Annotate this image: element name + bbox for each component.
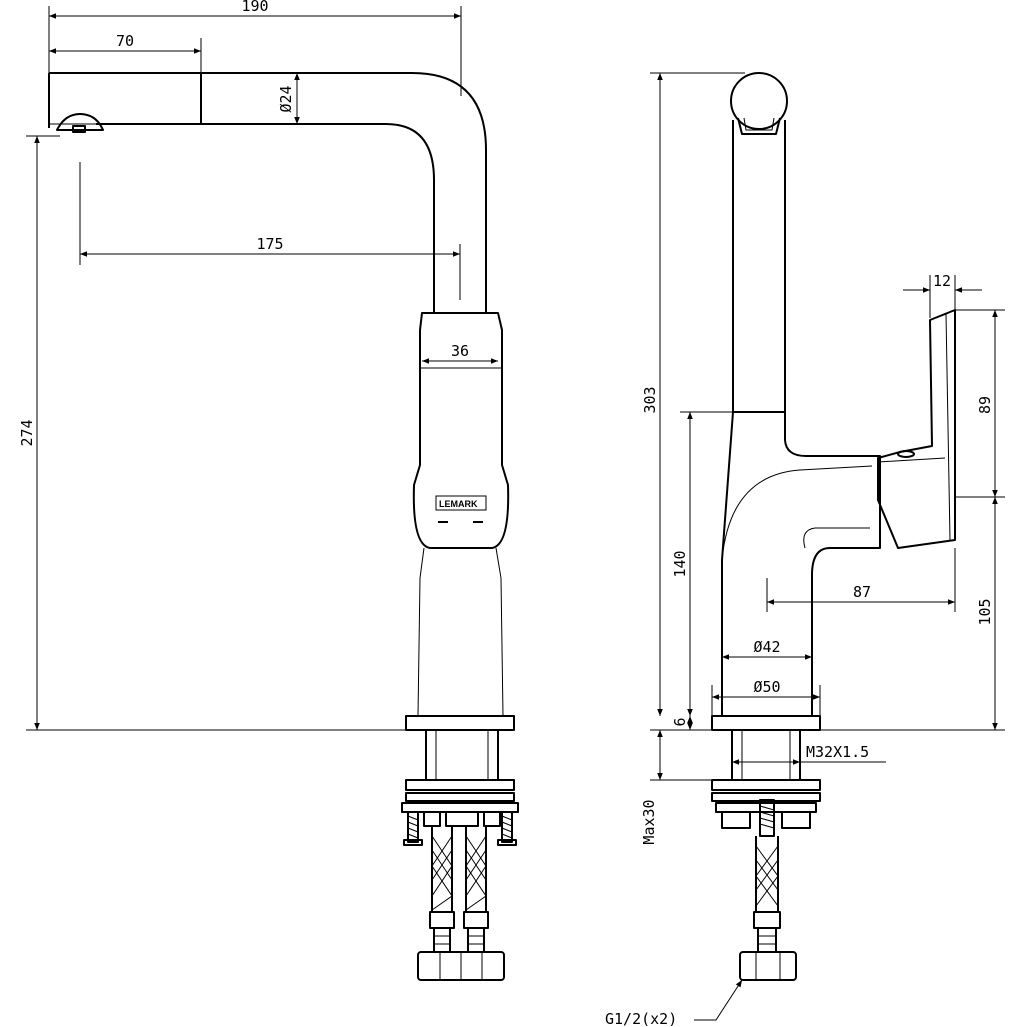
dim-175: 175 [256, 235, 283, 253]
dim-12: 12 [933, 272, 951, 290]
front-view: LEMARK [18, 0, 519, 981]
dim-303: 303 [641, 386, 659, 413]
dim-274: 274 [18, 419, 36, 446]
front-base-ring [405, 715, 515, 731]
side-body [721, 411, 881, 716]
dim-dia-42: Ø42 [753, 638, 780, 656]
side-lever [877, 309, 956, 549]
dim-connector-g12: G1/2(x2) [605, 1010, 677, 1027]
dim-6: 6 [671, 717, 689, 726]
dim-190: 190 [241, 0, 268, 15]
dim-89: 89 [976, 396, 994, 414]
front-stud-right [497, 811, 517, 846]
side-view: 303 140 6 Max30 12 89 105 87 Ø [605, 72, 1005, 1027]
brand-logo-box [435, 495, 487, 511]
dim-36: 36 [451, 342, 469, 360]
front-body [412, 312, 510, 549]
dim-105: 105 [976, 598, 994, 625]
dim-max30: Max30 [640, 799, 658, 844]
dim-thread-m32: M32X1.5 [806, 743, 869, 761]
front-stud-left [403, 811, 423, 846]
front-spout [48, 72, 487, 313]
dim-70: 70 [116, 32, 134, 50]
front-hose-left [429, 826, 455, 953]
dim-dia-50: Ø50 [753, 678, 780, 696]
front-connector-nuts [417, 951, 505, 981]
front-aerator [56, 113, 104, 131]
front-hose-right [463, 826, 489, 953]
side-base-ring [711, 715, 821, 731]
side-spout-circle [730, 72, 788, 130]
dim-87: 87 [853, 583, 871, 601]
brand-logo: LEMARK [439, 499, 478, 509]
dim-dia-24: Ø24 [277, 85, 295, 112]
side-hose [739, 836, 797, 981]
dim-140: 140 [671, 550, 689, 577]
